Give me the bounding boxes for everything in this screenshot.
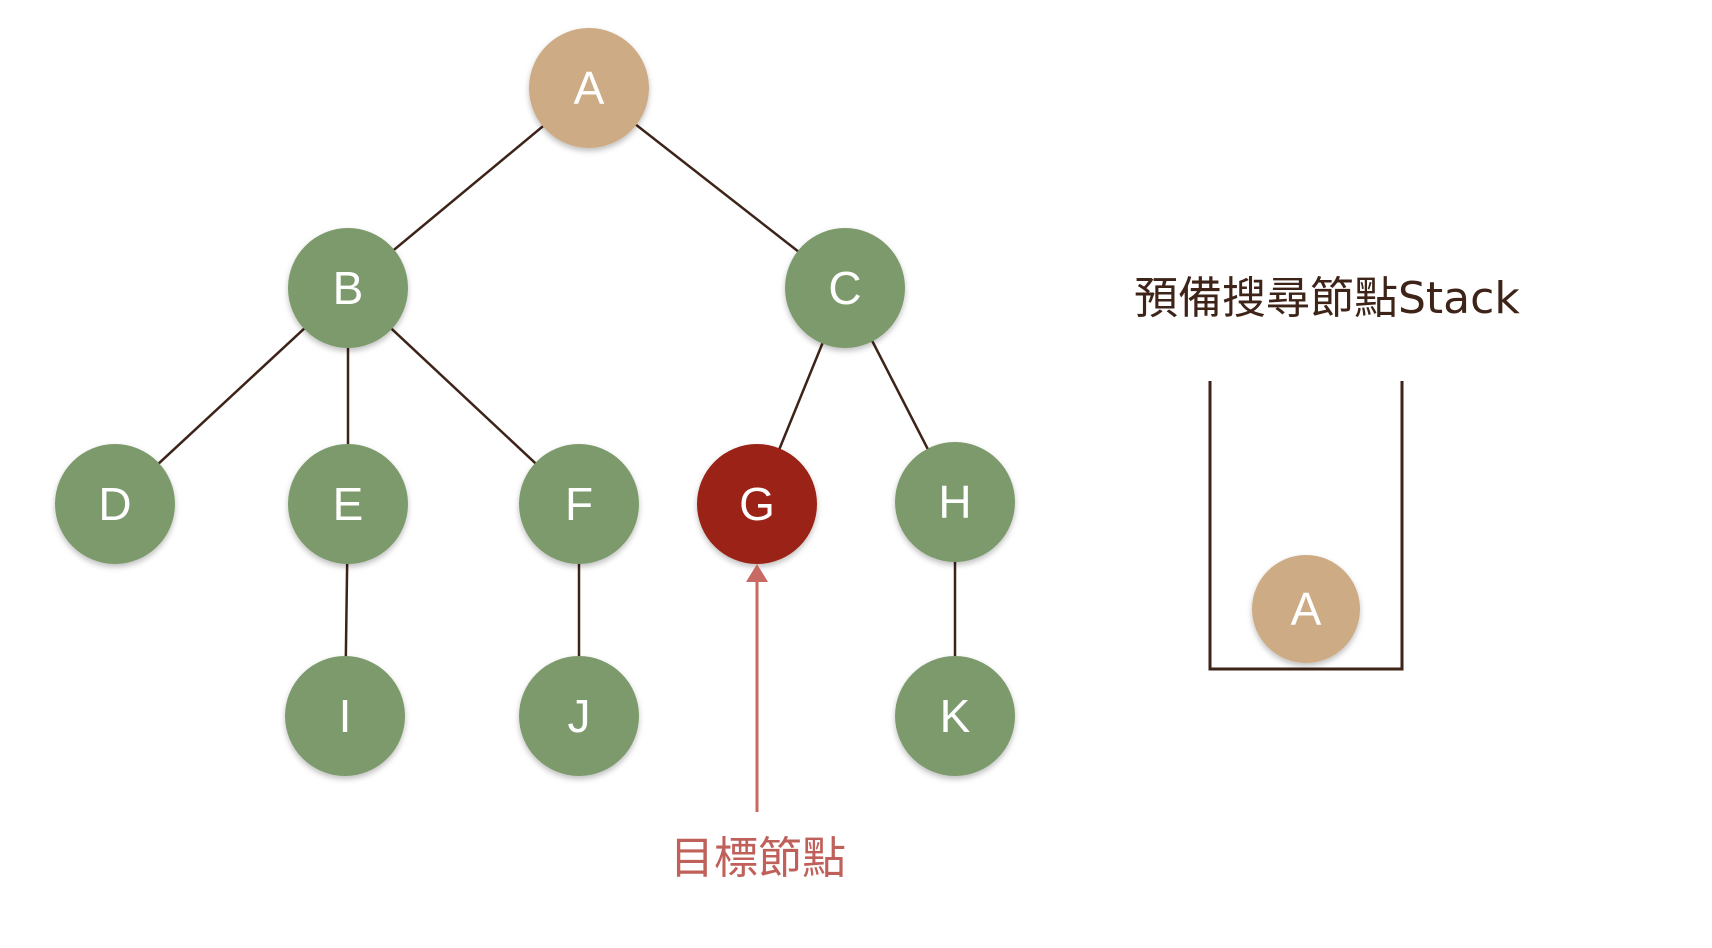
node-label: K (940, 690, 971, 742)
node-circle (529, 28, 649, 148)
tree-node-A: A (529, 28, 649, 148)
node-label: D (98, 478, 131, 530)
target-arrow (746, 564, 768, 812)
stack-item-A: A (1252, 555, 1360, 663)
tree-node-D: D (55, 444, 175, 564)
tree-node-J: J (519, 656, 639, 776)
node-label: C (828, 262, 861, 314)
target-node-label: 目標節點 (670, 833, 846, 884)
stack-container (1208, 381, 1404, 671)
node-circle (895, 656, 1015, 776)
node-label: F (565, 478, 593, 530)
tree-node-B: B (288, 228, 408, 348)
tree-node-G: G (697, 444, 817, 564)
node-circle (285, 656, 405, 776)
node-label: H (938, 476, 971, 528)
tree-node-H: H (895, 442, 1015, 562)
tree-node-K: K (895, 656, 1015, 776)
node-circle (519, 656, 639, 776)
node-circle (55, 444, 175, 564)
tree-node-I: I (285, 656, 405, 776)
node-circle (288, 228, 408, 348)
node-label: I (339, 690, 352, 742)
tree-node-E: E (288, 444, 408, 564)
node-label: E (333, 478, 364, 530)
stack-title: 預備搜尋節點Stack (1134, 273, 1520, 324)
tree-node-F: F (519, 444, 639, 564)
node-label: A (1291, 583, 1322, 635)
node-circle (697, 444, 817, 564)
node-circle (519, 444, 639, 564)
node-circle (1252, 555, 1360, 663)
node-circle (895, 442, 1015, 562)
node-label: G (739, 478, 775, 530)
node-circle (785, 228, 905, 348)
node-circle (288, 444, 408, 564)
node-label: B (333, 262, 364, 314)
node-label: J (568, 690, 591, 742)
tree-node-C: C (785, 228, 905, 348)
node-label: A (574, 62, 605, 114)
